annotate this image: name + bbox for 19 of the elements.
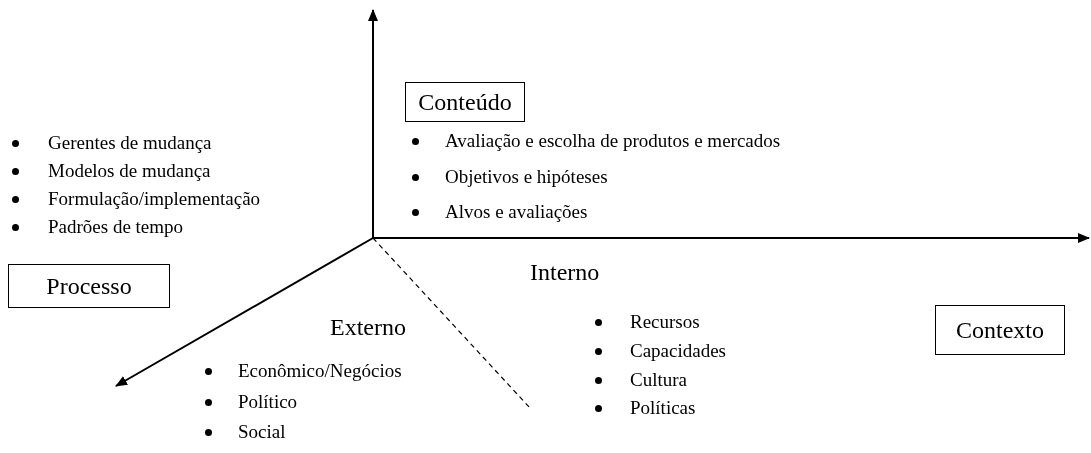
list-item: Cultura xyxy=(630,368,687,392)
category-box: Contexto xyxy=(935,305,1065,355)
list-item: Modelos de mudança xyxy=(48,159,211,183)
list-item: Avaliação e escolha de produtos e mercados xyxy=(445,129,781,153)
list-item: Capacidades xyxy=(630,339,726,363)
category-box: Processo xyxy=(8,264,170,308)
list-item: Alvos e avaliações xyxy=(445,200,588,224)
list-item: Econômico/Negócios xyxy=(238,359,402,383)
list-item: Políticas xyxy=(630,396,696,420)
category-box: Conteúdo xyxy=(405,82,525,122)
list-item: Gerentes de mudança xyxy=(48,131,212,155)
group-heading: Interno xyxy=(530,260,600,284)
list-item: Social xyxy=(238,420,286,444)
list-item: Objetivos e hipóteses xyxy=(445,165,608,189)
list-item: Político xyxy=(238,390,298,414)
list-item: Padrões de tempo xyxy=(48,215,184,239)
list-item: Recursos xyxy=(630,310,700,334)
list-item: Formulação/implementação xyxy=(48,187,261,211)
group-heading: Externo xyxy=(330,315,406,339)
